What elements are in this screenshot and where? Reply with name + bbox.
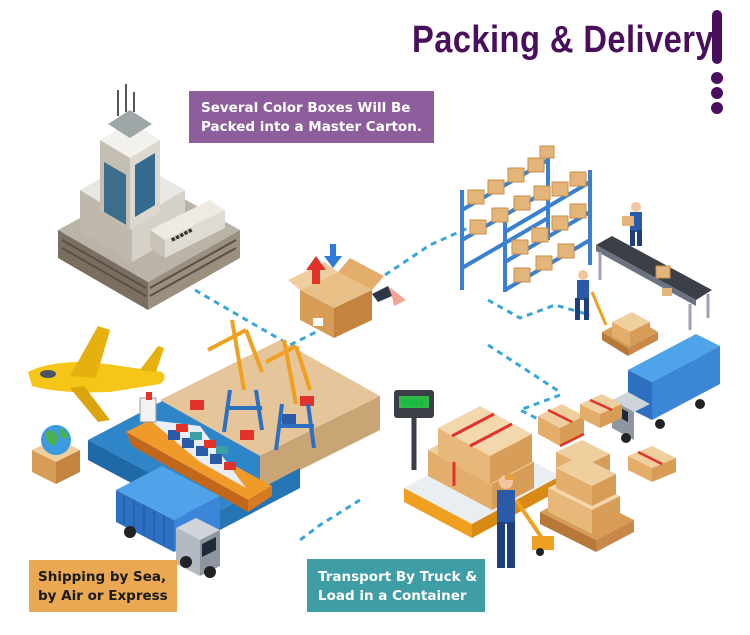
truck-transport-label-line-2: Load in a Container <box>318 588 467 604</box>
warehouse-shelves-icon <box>460 145 592 292</box>
master-carton-stack-icon <box>428 406 534 510</box>
master-carton-label: Several Color Boxes Will Be Packed into … <box>189 91 434 143</box>
open-box-icon <box>288 244 406 338</box>
title-accent-dot-3 <box>711 102 723 114</box>
worker-icon <box>622 202 642 246</box>
page-title: Packing & Delivery <box>412 19 715 61</box>
pallet-jack-worker-icon <box>575 270 658 356</box>
office-building-icon: ▪▪▪▪▪ <box>58 84 240 310</box>
truck-transport-label-line-1: Transport By Truck & <box>318 569 478 585</box>
title-accent-dot-1 <box>711 72 723 84</box>
master-carton-label-line-2: Packed into a Master Carton. <box>201 119 422 135</box>
truck-transport-label: Transport By Truck & Load in a Container <box>307 559 485 612</box>
shipping-label-line-1: Shipping by Sea, <box>38 569 167 585</box>
cargo-ship-icon <box>126 392 272 512</box>
master-carton-label-line-1: Several Color Boxes Will Be <box>201 100 411 116</box>
cartons-right-icon <box>538 394 676 482</box>
title-accent-dot-2 <box>711 87 723 99</box>
globe-parcel-icon <box>32 425 80 484</box>
shipping-label-line-2: by Air or Express <box>38 588 168 604</box>
airplane-icon <box>28 326 165 422</box>
crane-legs <box>222 389 316 451</box>
port-crane-icon <box>207 319 312 405</box>
delivery-truck-icon <box>612 334 720 443</box>
container-truck-icon <box>116 466 220 578</box>
shipping-label: Shipping by Sea, by Air or Express <box>29 560 177 612</box>
title-accent-bar <box>712 10 722 64</box>
svg-text:8888: 8888 <box>402 399 424 409</box>
worker-pallet-jack-icon <box>497 456 634 568</box>
conveyor-belt-icon <box>596 236 712 330</box>
